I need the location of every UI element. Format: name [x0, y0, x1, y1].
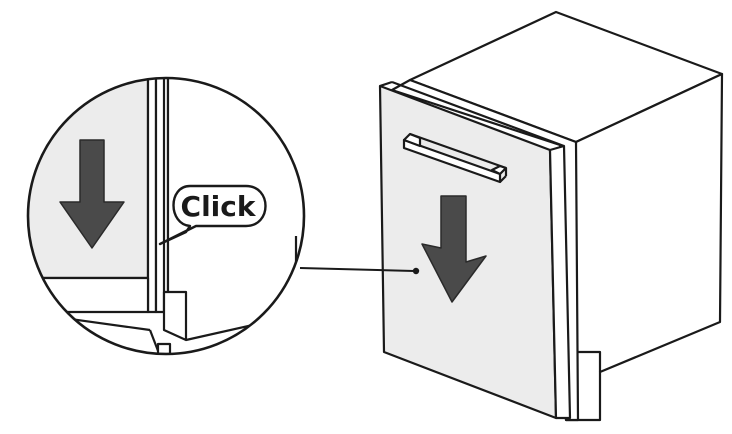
magnified-frame-edge: [154, 78, 166, 314]
click-callout-bubble: Click: [158, 184, 267, 246]
decor-panel-edge-line: [379, 80, 393, 88]
door-handle: [402, 132, 508, 184]
callout-bubble-shape: [158, 184, 267, 246]
magnifier-ring: [26, 76, 306, 356]
dishwasher-illustration: [378, 10, 724, 422]
arrow-down-icon: [59, 139, 125, 249]
cabinet-base-notch: [578, 350, 602, 372]
magnified-panel-edge: [146, 78, 158, 314]
arrow-down-icon: [421, 195, 487, 303]
callout-anchor-dot: [412, 267, 420, 275]
callout-label: Click: [181, 190, 257, 223]
decor-panel-edge-top: [391, 80, 565, 148]
magnified-base: [28, 276, 150, 314]
decor-panel-edge: [548, 144, 572, 420]
leader-line: [299, 267, 415, 272]
